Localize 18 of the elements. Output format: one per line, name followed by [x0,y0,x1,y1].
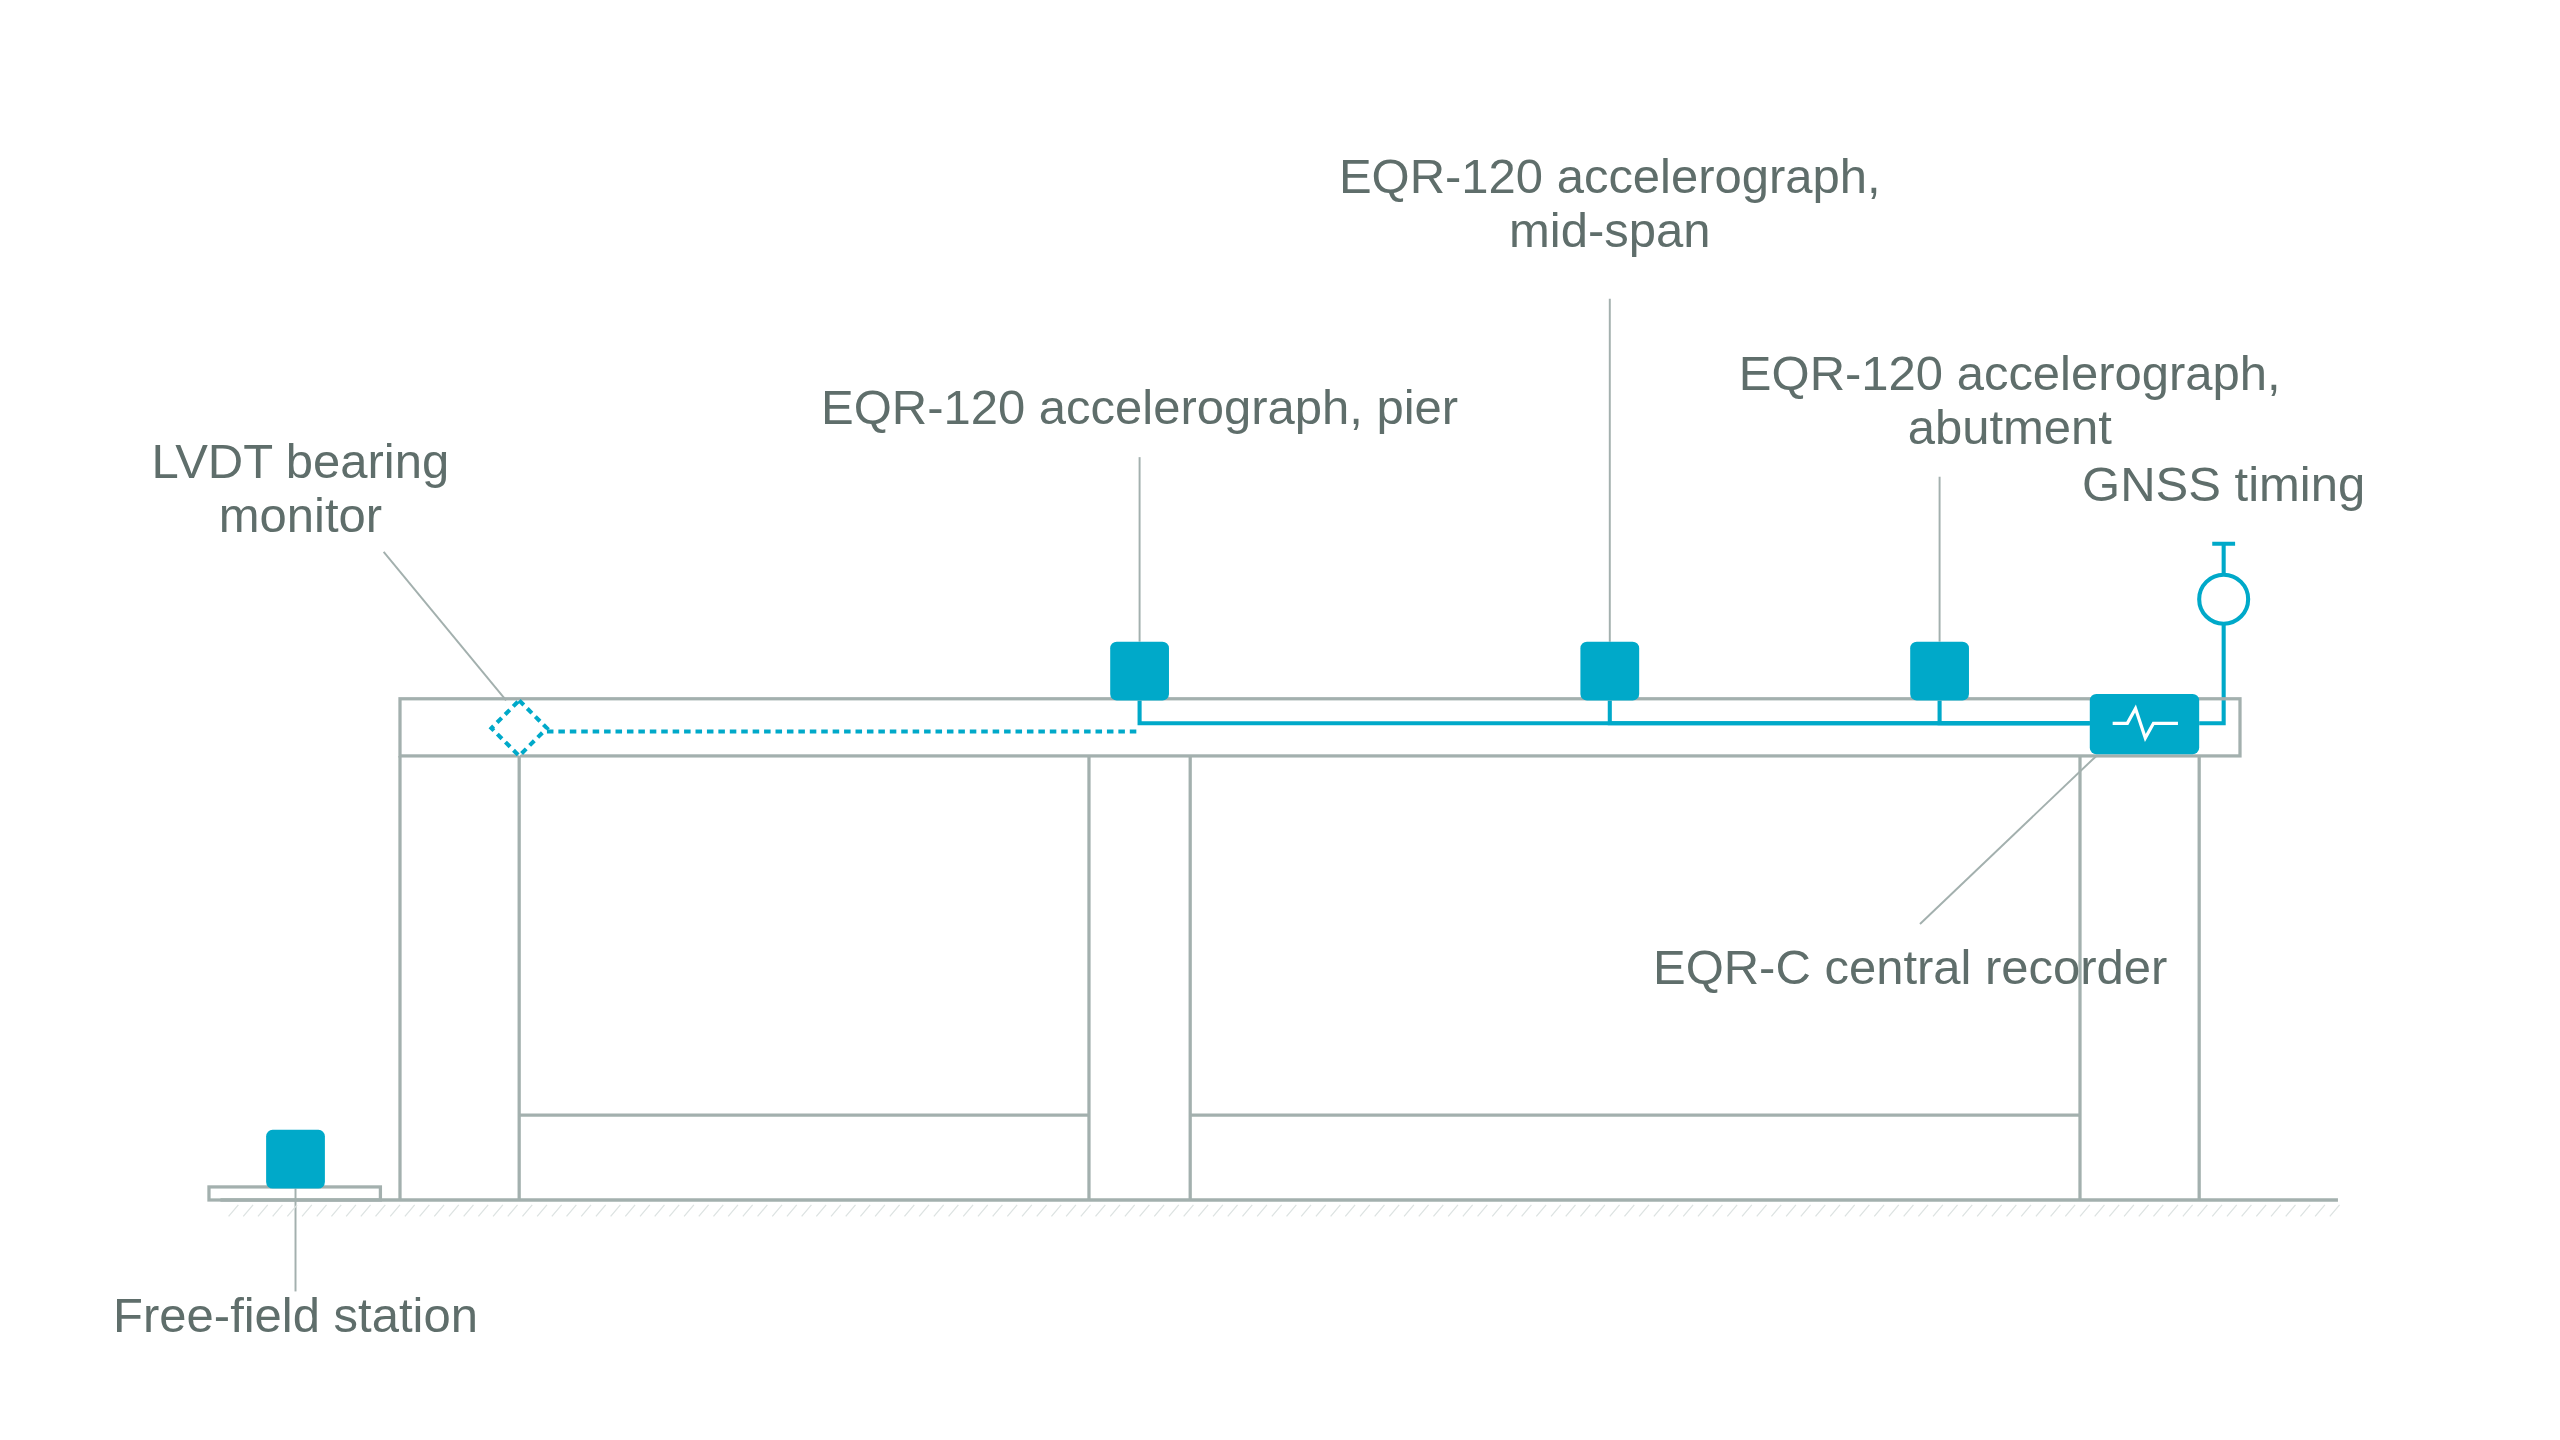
leader-line [1938,475,1941,643]
sensor-label: LVDT bearing monitor [104,434,497,543]
antenna-label: GNSS timing [2081,457,2367,511]
sensor-box [266,1129,325,1189]
sensor-label: EQR-120 accelerograph, abutment [1683,346,2337,454]
leader-line [294,1187,297,1293]
sensor-box [1580,641,1640,701]
dashed-sensor-marker [488,697,550,759]
sensor-label: Free-field station [50,1288,541,1343]
sensor-box [1910,641,1969,701]
leader-line [1608,297,1611,643]
sensor-label: EQR-120 accelerograph, mid-span [1328,148,1892,257]
leader-line [1138,456,1141,643]
leader-line [382,550,508,702]
cable-line [2199,623,2226,726]
sensor-label: EQR-120 accelerograph, pier [747,380,1532,435]
cable-line [1937,700,2090,726]
sensor-box [1110,641,1169,701]
